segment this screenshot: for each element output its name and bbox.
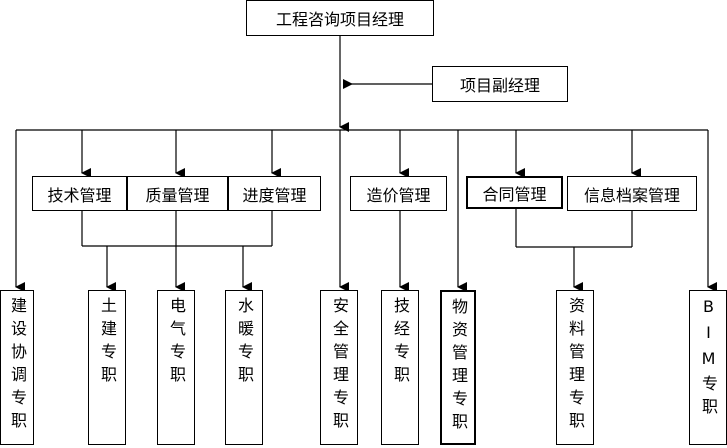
tech-management-label: 技术管理 [47,185,112,205]
tech-econ-role: 技经专职 [381,290,419,445]
project-manager-label: 工程咨询项目经理 [275,10,404,29]
hvac-label: 水暖专职 [235,297,254,389]
bim-label: BIM专职 [699,297,718,421]
safety-management-label: 安全管理专职 [330,297,349,435]
archive-management-box: 信息档案管理 [567,176,697,211]
deputy-manager-label: 项目副经理 [459,76,540,95]
archive-management-label: 信息档案管理 [583,185,680,205]
construction-coordination-label: 建设协调专职 [8,297,27,435]
safety-management-role: 安全管理专职 [320,290,358,445]
materials-management-label: 物资管理专职 [449,298,468,436]
deputy-manager-box: 项目副经理 [432,66,568,102]
documents-management-label: 资料管理专职 [566,297,585,435]
tech-management-box: 技术管理 [32,176,127,211]
hvac-role: 水暖专职 [225,290,263,445]
contract-management-box: 合同管理 [466,176,563,209]
project-manager-box: 工程咨询项目经理 [246,0,434,36]
cost-management-label: 造价管理 [366,185,431,205]
materials-management-role: 物资管理专职 [440,290,476,445]
tech-econ-label: 技经专职 [391,297,410,389]
electrical-role: 电气专职 [157,290,195,445]
electrical-label: 电气专职 [167,297,186,389]
quality-management-box: 质量管理 [127,176,228,211]
progress-management-box: 进度管理 [228,176,321,211]
contract-management-label: 合同管理 [482,184,547,204]
construction-coordination-role: 建设协调专职 [0,290,34,445]
civil-label: 土建专职 [98,297,117,389]
quality-management-label: 质量管理 [145,185,210,205]
bim-role: BIM专职 [689,290,727,445]
documents-management-role: 资料管理专职 [556,290,594,445]
cost-management-box: 造价管理 [350,176,447,211]
civil-role: 土建专职 [88,290,126,445]
progress-management-label: 进度管理 [242,185,307,205]
